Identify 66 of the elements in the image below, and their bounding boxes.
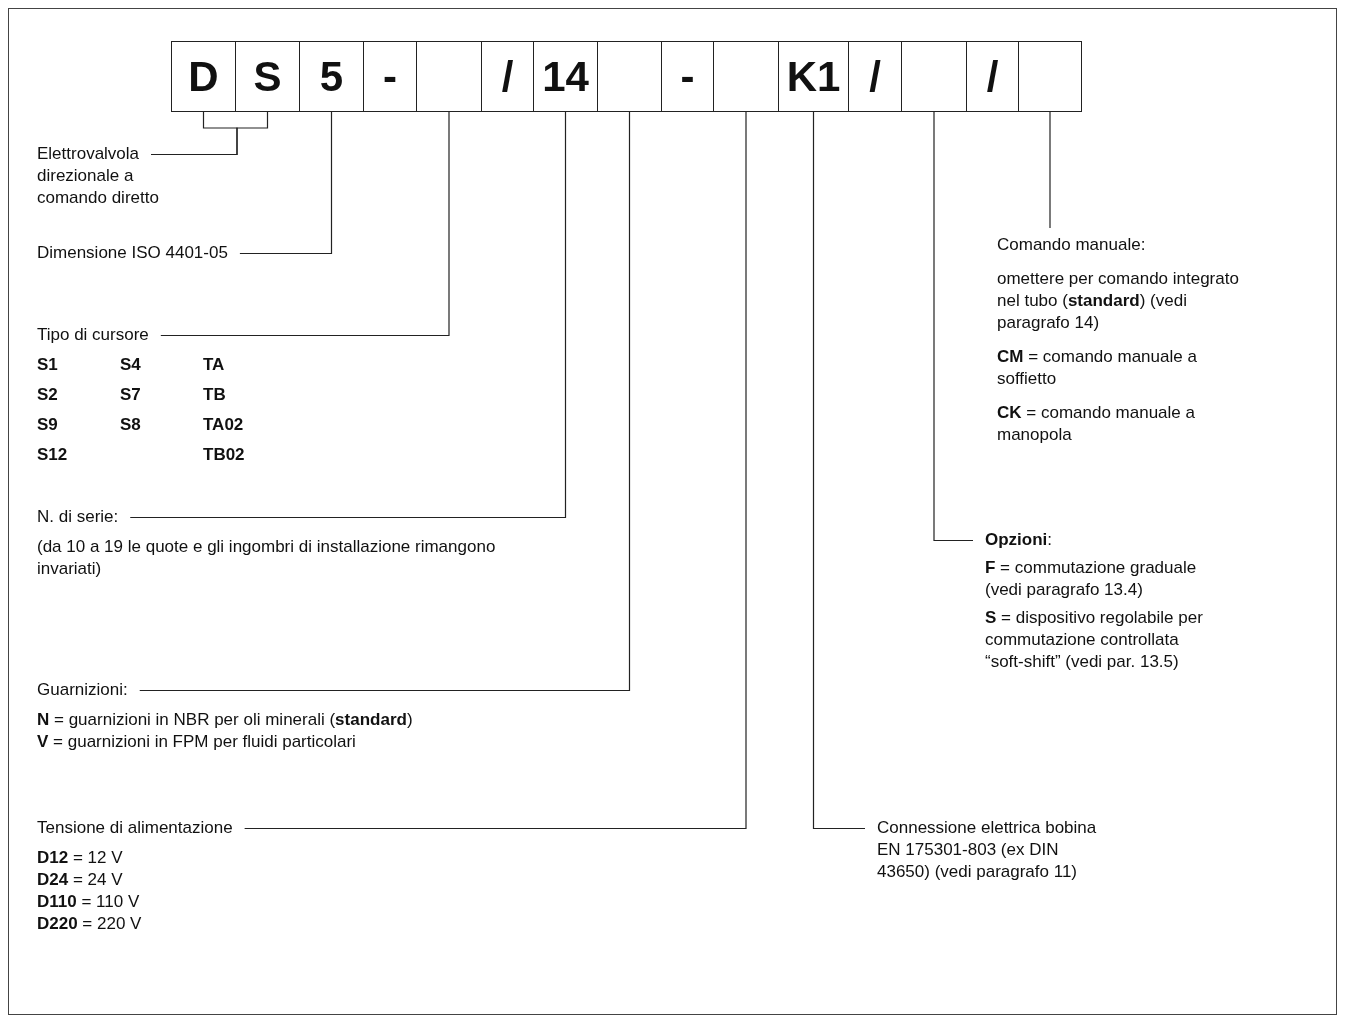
leader-line	[150, 111, 269, 156]
code-option: S4	[120, 354, 203, 376]
option-text: N = guarnizioni in NBR per oli minerali (standard)	[37, 709, 414, 731]
code-character-field	[235, 41, 300, 112]
option-text: (da 10 a 19 le quote e gli ingombri di installazione rimangono invariati)	[37, 536, 497, 580]
leader-line	[160, 111, 450, 337]
code-option: TA02	[203, 414, 293, 436]
leader-line	[129, 111, 567, 519]
code-character: /	[986, 55, 999, 98]
code-field	[901, 41, 967, 112]
code-option: S12	[37, 444, 120, 466]
code-character: 5	[319, 55, 344, 98]
code-character: /	[869, 55, 881, 98]
option-text: S = dispositivo regolabile per commutazione controllata “soft-shift” (vedi par. 13.5)	[985, 607, 1204, 673]
heading-text: Connessione elettrica bobina EN 175301-803 (ex DIN 43650) (vedi paragrafo 11)	[877, 817, 1098, 883]
code-option: TA	[203, 354, 293, 376]
option-text: F = commutazione graduale (vedi paragrafo 13.4)	[985, 557, 1198, 601]
code-character: D	[188, 55, 219, 98]
code-option: S7	[120, 384, 203, 406]
option-text: CK = comando manuale a manopola	[997, 402, 1196, 446]
code-character-field	[299, 41, 364, 112]
code-character-field	[363, 41, 417, 112]
heading-text: Guarnizioni:	[37, 679, 129, 701]
code-character-field	[171, 41, 236, 112]
heading-text: Comando manuale:	[997, 234, 1147, 256]
code-option: S2	[37, 384, 120, 406]
option-text: D12 = 12 V	[37, 847, 124, 869]
leader-line	[933, 111, 974, 542]
leader-line	[139, 111, 631, 692]
code-field	[1018, 41, 1082, 112]
option-text: D110 = 110 V	[37, 891, 141, 913]
code-field	[597, 41, 662, 112]
code-character-field	[481, 41, 534, 112]
code-character-field	[661, 41, 714, 112]
heading-text: Elettrovalvola direzionale a comando diretto	[37, 143, 160, 209]
heading-text: N. di serie:	[37, 506, 120, 528]
code-character-field	[778, 41, 849, 112]
code-field	[713, 41, 779, 112]
leader-line	[812, 111, 866, 830]
leader-line	[239, 111, 333, 255]
code-character: -	[680, 55, 695, 98]
code-option: TB	[203, 384, 293, 406]
code-character: -	[383, 55, 397, 98]
heading-text: Tensione di alimentazione	[37, 817, 234, 839]
code-character: 14	[542, 55, 589, 98]
code-character-field	[848, 41, 902, 112]
option-text: D220 = 220 V	[37, 913, 143, 935]
option-text: V = guarnizioni in FPM per fluidi particolari	[37, 731, 357, 753]
code-field	[416, 41, 482, 112]
code-character-field	[966, 41, 1019, 112]
leader-line	[244, 111, 747, 830]
option-text: CM = comando manuale a soffietto	[997, 346, 1198, 390]
code-character: S	[253, 55, 282, 98]
code-character-field	[533, 41, 598, 112]
option-text: D24 = 24 V	[37, 869, 124, 891]
heading-text: Tipo di cursore	[37, 324, 150, 346]
leader-line	[1049, 111, 1051, 229]
code-option: S9	[37, 414, 120, 436]
code-option: S8	[120, 414, 203, 436]
heading-text: Opzioni:	[985, 529, 1054, 551]
code-character: K1	[786, 55, 841, 98]
code-option: S1	[37, 354, 120, 376]
code-character: /	[501, 55, 514, 98]
option-text: omettere per comando integrato nel tubo (standard) (vedi paragrafo 14)	[997, 268, 1240, 334]
heading-text: Dimensione ISO 4401-05	[37, 242, 229, 264]
code-option: TB02	[203, 444, 293, 466]
